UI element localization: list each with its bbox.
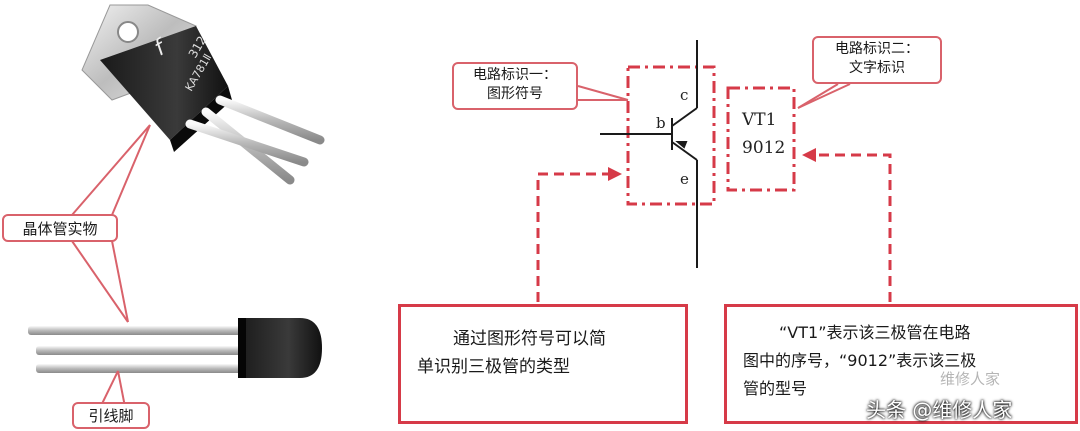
mark-two-pointer-2 xyxy=(797,83,839,109)
label-mark-two-line1: 电路标识二： xyxy=(835,41,919,57)
pin-b-label: b xyxy=(656,114,666,132)
label-lead-wires: 引线脚 xyxy=(72,402,150,429)
to92-transistor-photo xyxy=(28,318,322,378)
to220-transistor-photo xyxy=(81,4,325,185)
ref-designator: VT1 xyxy=(742,110,777,130)
note-right-line2: 图中的序号，“9012”表示该三极 xyxy=(743,351,977,370)
label-mark-one: 电路标识一： 图形符号 xyxy=(452,62,578,110)
watermark-footer: 头条 @维修人家 xyxy=(866,398,1013,422)
note-right-line3: 管的型号 xyxy=(743,379,808,398)
arrow-to-symbol xyxy=(608,167,622,181)
part-number: 9012 xyxy=(742,138,786,158)
label-mark-one-line2: 图形符号 xyxy=(487,86,543,102)
symbol-highlight-box xyxy=(626,65,716,206)
note-left-line2: 单识别三极管的类型 xyxy=(417,357,570,377)
note-right-line1: “VT1”表示该三极管在电路 xyxy=(779,323,971,342)
note-symbol-explanation: 通过图形符号可以简 单识别三极管的类型 xyxy=(398,304,688,424)
arrow-to-text-mark xyxy=(802,148,816,162)
mark-one-pointer xyxy=(577,85,629,101)
note-connectors xyxy=(536,153,892,302)
pin-e-label: e xyxy=(680,170,689,188)
label-transistor-object: 晶体管实物 xyxy=(2,214,118,242)
object-pointer-lines xyxy=(71,124,151,413)
label-mark-one-line1: 电路标识一： xyxy=(473,67,557,83)
watermark-overlay: 维修人家 xyxy=(940,370,1001,388)
label-mark-two-line2: 文字标识 xyxy=(849,60,905,76)
note-text-mark-explanation: “VT1”表示该三极管在电路 图中的序号，“9012”表示该三极 管的型号 xyxy=(724,304,1078,424)
mark-two-pointer xyxy=(797,83,851,109)
note-left-line1: 通过图形符号可以简 xyxy=(453,329,606,349)
transistor-schematic-symbol xyxy=(600,40,698,268)
text-mark-highlight-box xyxy=(726,86,796,192)
label-mark-two: 电路标识二： 文字标识 xyxy=(812,36,942,84)
pin-c-label: c xyxy=(680,86,689,104)
